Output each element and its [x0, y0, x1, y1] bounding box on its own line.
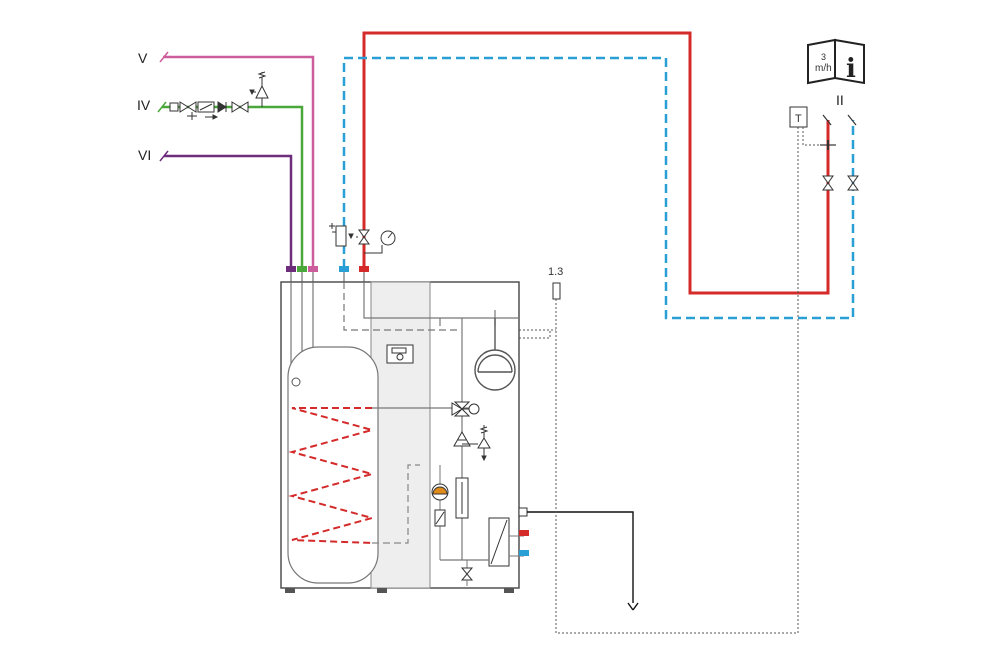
sensor-1-3: 1.3	[519, 125, 799, 634]
top-connections	[286, 266, 369, 282]
controller-display-icon	[386, 344, 414, 364]
cold-inlet-valve-group-icon	[169, 101, 249, 120]
line-vi-connection: VI	[138, 147, 293, 268]
line-ii-label: II	[836, 92, 844, 108]
info-i-glyph: i	[846, 54, 856, 84]
expansion-vessel-icon	[329, 223, 354, 247]
heat-exchanger-icon	[462, 517, 524, 567]
heat-pump-unit	[280, 281, 529, 593]
temp-symbol: T	[795, 113, 802, 125]
info-unit: m/h	[815, 63, 832, 74]
drain-symbol-icon	[627, 602, 639, 611]
vent-valve-icon	[453, 430, 471, 447]
manual-info-icon: 3 m/h i	[807, 38, 865, 85]
unit-center-column	[370, 281, 431, 589]
consumer-return-valve-icon	[847, 175, 859, 191]
line-iv-label: IV	[137, 97, 151, 113]
drain-valve-icon	[460, 560, 474, 586]
flow-meter-icon	[455, 477, 469, 519]
condensate-drain-line	[527, 511, 634, 603]
line-iv-connection: IV	[137, 71, 304, 268]
hot-supply-pipe	[362, 31, 830, 295]
mixing-valve-icon	[451, 401, 480, 417]
pressure-gauge-icon	[364, 230, 396, 254]
pump-icon	[474, 318, 516, 391]
line-ii-connection: II	[820, 92, 859, 191]
line-vi-label: VI	[138, 147, 151, 163]
tank-heating-coil	[288, 407, 376, 544]
relief-valve-icon	[462, 425, 491, 462]
cold-return-pipe	[342, 56, 855, 320]
shutoff-valve-icon	[356, 229, 370, 245]
circulation-pump-icon	[431, 465, 449, 560]
info-unit-sup: 3	[821, 52, 826, 62]
storage-tank	[287, 346, 379, 584]
line-v-label: V	[138, 50, 148, 66]
sensor-ref-label: 1.3	[548, 266, 563, 278]
room-temperature-sensor: T	[789, 106, 820, 146]
line-v-connection: V	[138, 50, 315, 268]
consumer-supply-valve-icon	[822, 175, 834, 191]
safety-valve-icon	[249, 71, 269, 107]
tank-sensor-port	[291, 377, 301, 387]
